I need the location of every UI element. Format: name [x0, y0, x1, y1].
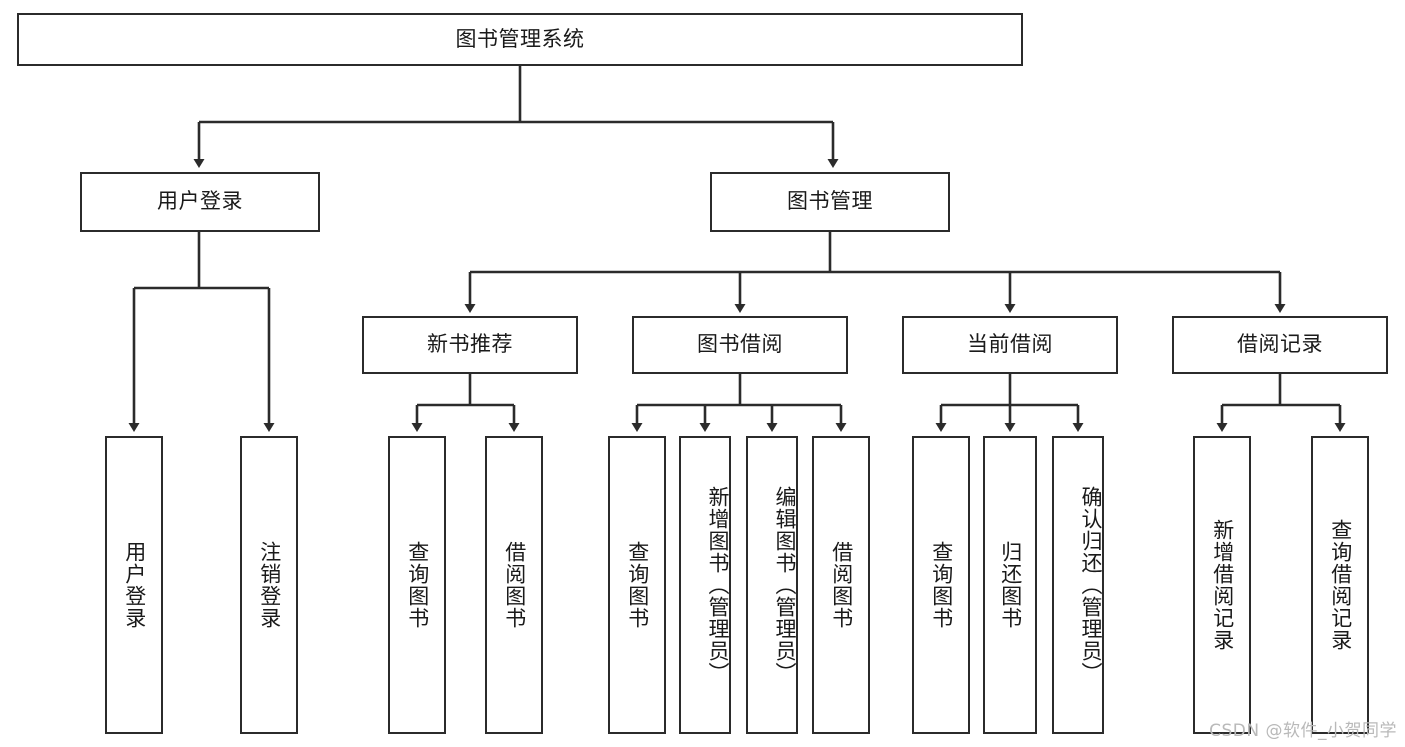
node-current-borrow[interactable]: 当前借阅	[902, 316, 1118, 374]
node-user-login[interactable]: 用户登录	[80, 172, 320, 232]
node-label: 借阅记录	[1237, 332, 1323, 357]
node-new-book-recommend[interactable]: 新书推荐	[362, 316, 578, 374]
node-label: 图书管理	[787, 189, 873, 214]
node-label: 确认归还（管理员）	[1079, 486, 1103, 684]
node-label: 编辑图书（管理员）	[773, 486, 797, 684]
node-label: 用户登录	[157, 189, 243, 214]
node-leaf-confirm-return-admin[interactable]: 确认归还（管理员）	[1052, 436, 1104, 734]
node-label: 图书借阅	[697, 332, 783, 357]
watermark-text: CSDN @软件_小贺同学	[1209, 721, 1397, 741]
node-label: 新增图书（管理员）	[706, 486, 730, 684]
node-label: 用户登录	[122, 541, 147, 629]
node-label: 注销登录	[257, 541, 282, 629]
node-leaf-query-book-current[interactable]: 查询图书	[912, 436, 970, 734]
node-leaf-query-book-borrow[interactable]: 查询图书	[608, 436, 666, 734]
node-label: 借阅图书	[829, 541, 854, 629]
node-leaf-edit-book-admin[interactable]: 编辑图书（管理员）	[746, 436, 798, 734]
node-label: 新书推荐	[427, 332, 513, 357]
node-label: 查询图书	[625, 541, 650, 629]
node-root-book-management-system[interactable]: 图书管理系统	[17, 13, 1023, 66]
node-label: 新增借阅记录	[1210, 519, 1235, 651]
node-label: 借阅图书	[502, 541, 527, 629]
node-book-management[interactable]: 图书管理	[710, 172, 950, 232]
node-leaf-add-book-admin[interactable]: 新增图书（管理员）	[679, 436, 731, 734]
node-label: 查询图书	[929, 541, 954, 629]
node-leaf-return-book[interactable]: 归还图书	[983, 436, 1037, 734]
node-leaf-add-borrow-record[interactable]: 新增借阅记录	[1193, 436, 1251, 734]
node-label: 图书管理系统	[455, 26, 585, 51]
node-leaf-user-login[interactable]: 用户登录	[105, 436, 163, 734]
node-label: 查询图书	[405, 541, 430, 629]
node-leaf-logout[interactable]: 注销登录	[240, 436, 298, 734]
node-label: 查询借阅记录	[1328, 519, 1353, 651]
node-leaf-query-borrow-record[interactable]: 查询借阅记录	[1311, 436, 1369, 734]
node-label: 当前借阅	[967, 332, 1053, 357]
node-leaf-borrow-book[interactable]: 借阅图书	[812, 436, 870, 734]
node-label: 归还图书	[998, 541, 1023, 629]
node-book-borrow[interactable]: 图书借阅	[632, 316, 848, 374]
node-leaf-query-book-recommend[interactable]: 查询图书	[388, 436, 446, 734]
node-borrow-record[interactable]: 借阅记录	[1172, 316, 1388, 374]
node-leaf-borrow-book-recommend[interactable]: 借阅图书	[485, 436, 543, 734]
